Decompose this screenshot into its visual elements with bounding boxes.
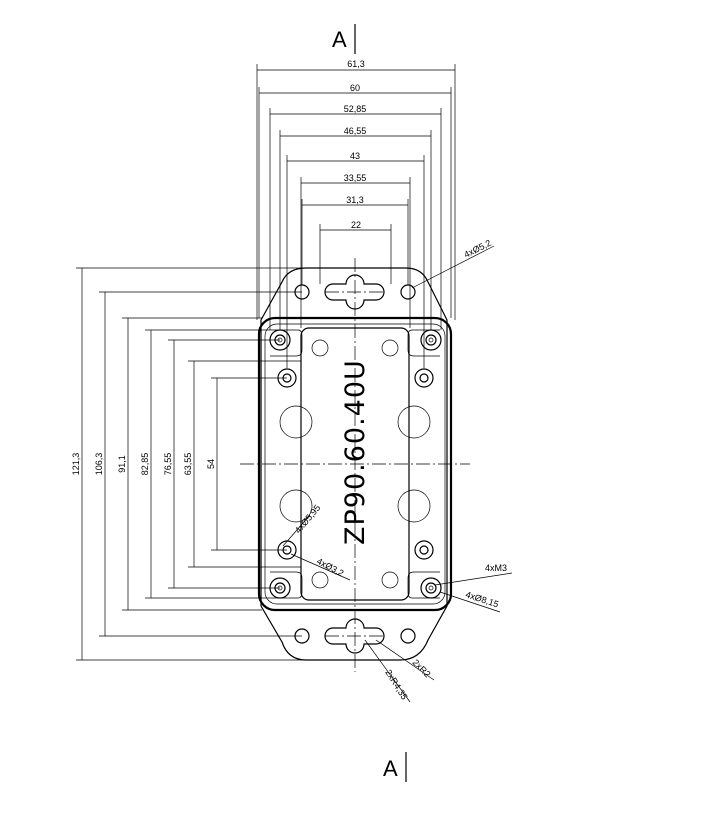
callouts: 4xØ5,2 4xØ5,95 4xØ3,2 4xM3 4xØ8,15 2xR2 … [282,238,513,703]
dim-h-61-3: 61,3 [347,59,365,69]
dim-v-121-3: 121,3 [71,453,81,476]
section-marker-bottom: A [383,752,407,782]
section-marker-top: A [332,24,356,54]
callout-slot-r-small: 2xR2 [411,657,433,679]
dim-h-52-85: 52,85 [344,104,367,114]
callout-mount-holes: 4xØ5,2 [462,238,492,260]
dim-v-91-1: 91,1 [117,455,127,473]
dim-h-33-55: 33,55 [344,173,367,183]
dim-h-43: 43 [350,151,360,161]
center-lines [240,258,470,672]
dim-h-60: 60 [350,83,360,93]
mount-slot-bottom [294,618,416,654]
dim-h-31-3: 31,3 [346,195,364,205]
dim-h-22: 22 [351,220,361,230]
callout-slot-r-large: 2xR4,35 [383,668,409,702]
section-marker-top-label: A [332,27,347,52]
callout-inner-hole: 4xØ3,2 [315,556,345,578]
callout-inner-small: 4xØ5,95 [293,503,323,535]
dim-v-54: 54 [206,459,216,469]
vertical-dimensions: 121,3 106,3 91,1 82,85 76,55 63,55 54 [71,267,306,661]
section-marker-bottom-label: A [383,756,398,781]
horizontal-dimensions: 61,3 60 52,85 46,55 43 33,55 31,3 22 [256,59,456,368]
callout-screw-head: 4xØ8,15 [464,589,499,609]
lid-bosses [279,339,431,589]
dim-h-46-55: 46,55 [344,126,367,136]
dim-v-106-3: 106,3 [94,453,104,476]
model-label: ZP90.60.40U [340,359,371,545]
dim-v-63-55: 63,55 [183,453,193,476]
dim-v-76-55: 76,55 [163,453,173,476]
callout-screw-thread: 4xM3 [485,563,507,573]
dim-v-82-85: 82,85 [140,453,150,476]
